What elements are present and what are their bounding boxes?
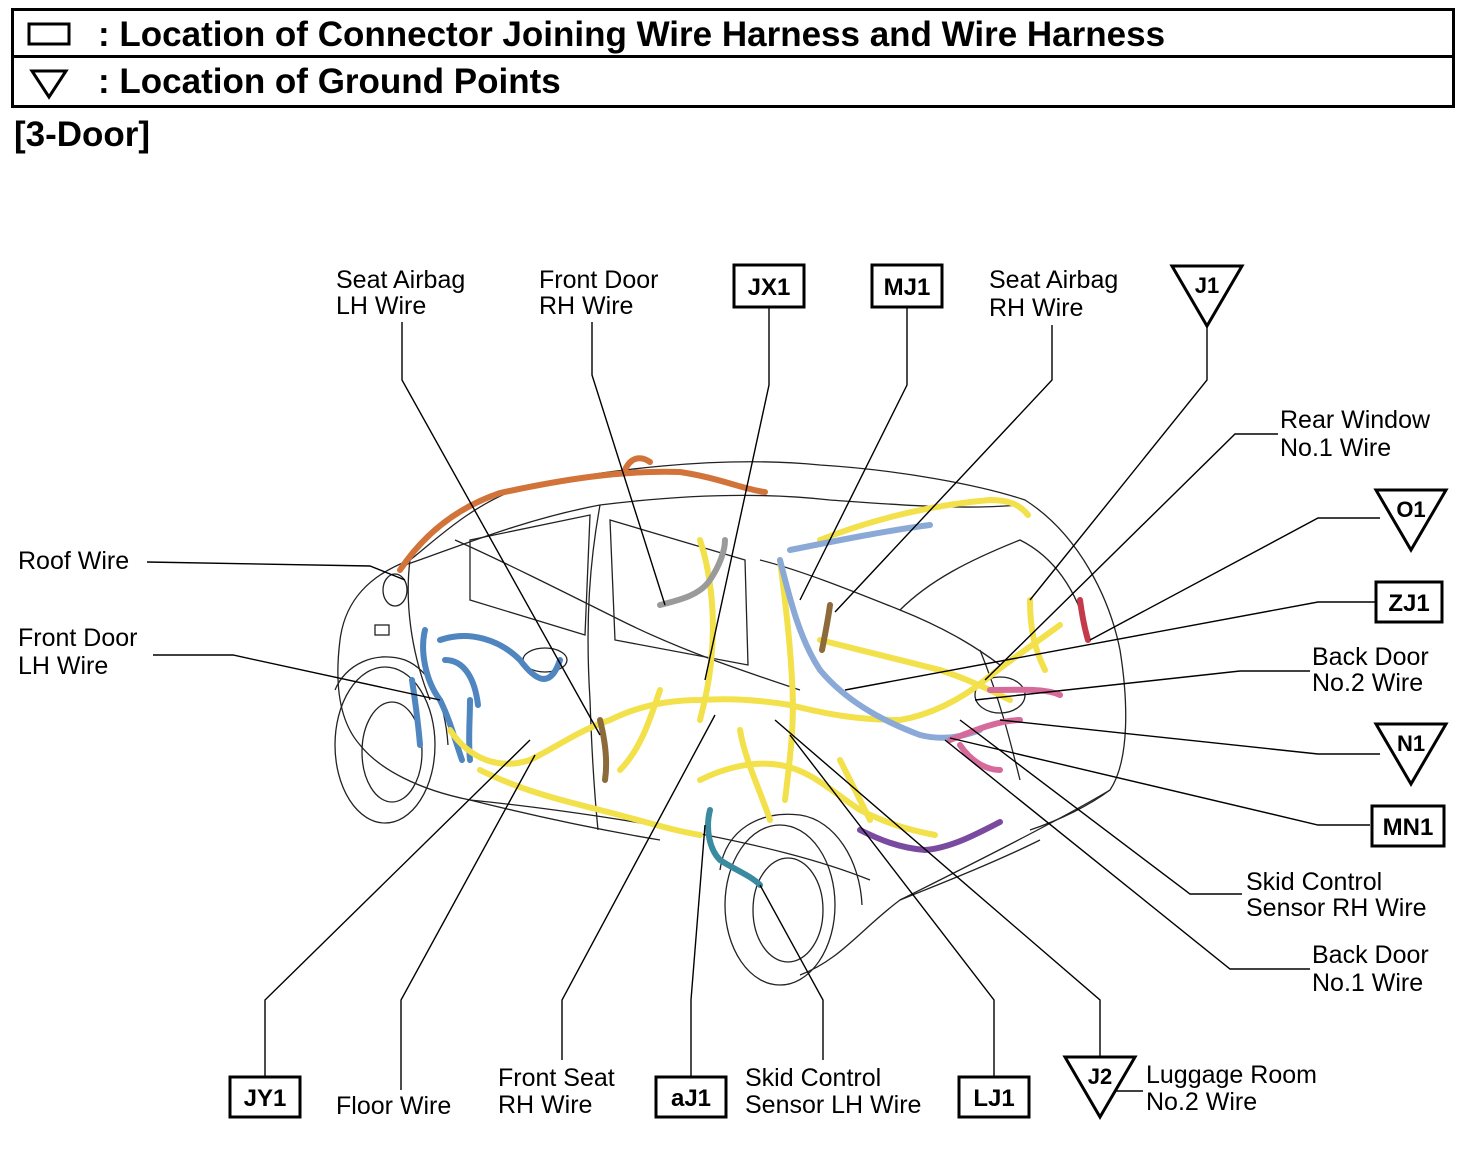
label-back-door-no2: Back Door No.2 Wire xyxy=(1312,643,1436,697)
label-luggage-room: Luggage Room No.2 Wire xyxy=(1146,1061,1324,1116)
legend-connector-text: : Location of Connector Joining Wire Har… xyxy=(98,15,1166,54)
floor-wire-path xyxy=(447,696,903,767)
label-front-seat-rh: Front Seat RH Wire xyxy=(498,1064,622,1119)
legend-row-connector: : Location of Connector Joining Wire Har… xyxy=(14,11,1452,58)
connector-zj1: ZJ1 xyxy=(1374,580,1444,624)
connector-symbol-icon xyxy=(27,22,71,46)
ground-o1: O1 xyxy=(1373,488,1449,553)
ground-n1: N1 xyxy=(1373,722,1449,787)
label-seat-airbag-lh: Seat Airbag LH Wire xyxy=(336,266,472,320)
label-floor-wire: Floor Wire xyxy=(336,1092,451,1120)
svg-text:LJ1: LJ1 xyxy=(973,1085,1014,1112)
legend-box: : Location of Connector Joining Wire Har… xyxy=(11,8,1455,108)
svg-text:O1: O1 xyxy=(1396,497,1425,522)
leader-lines xyxy=(146,308,1380,1092)
label-rear-window: Rear Window No.1 Wire xyxy=(1280,406,1437,462)
label-roof-wire: Roof Wire xyxy=(18,547,129,575)
svg-text:N1: N1 xyxy=(1397,731,1425,756)
connector-lj1: LJ1 xyxy=(957,1075,1031,1119)
section-title: [3-Door] xyxy=(14,115,151,154)
connector-mn1: MN1 xyxy=(1370,804,1446,848)
legend-ground-text: : Location of Ground Points xyxy=(98,62,561,101)
connector-aj1: aJ1 xyxy=(654,1075,728,1119)
svg-text:J2: J2 xyxy=(1088,1064,1112,1089)
connector-mj1: MJ1 xyxy=(870,263,944,309)
svg-text:ZJ1: ZJ1 xyxy=(1388,590,1429,617)
ground-j1: J1 xyxy=(1169,264,1245,329)
connector-jy1: JY1 xyxy=(228,1075,302,1119)
label-skid-lh: Skid Control Sensor LH Wire xyxy=(745,1064,921,1119)
roof-wire-path xyxy=(397,468,768,573)
svg-text:J1: J1 xyxy=(1195,273,1219,298)
connector-jx1: JX1 xyxy=(732,263,806,309)
label-front-door-rh: Front Door RH Wire xyxy=(539,266,665,320)
ground-symbol-icon xyxy=(29,69,69,100)
svg-text:MN1: MN1 xyxy=(1383,814,1434,841)
rear-wire-path xyxy=(777,557,983,741)
svg-text:JY1: JY1 xyxy=(244,1085,287,1112)
label-back-door-no1: Back Door No.1 Wire xyxy=(1312,941,1436,997)
back-door-wire-path xyxy=(947,686,1063,773)
ground-j2: J2 xyxy=(1062,1055,1138,1120)
wire-harnesses xyxy=(397,455,1091,888)
skid-lh-wire-path xyxy=(705,807,763,888)
svg-text:JX1: JX1 xyxy=(748,274,791,301)
label-skid-rh: Skid Control Sensor RH Wire xyxy=(1246,868,1427,922)
label-front-door-lh: Front Door LH Wire xyxy=(18,624,144,680)
legend-row-ground: : Location of Ground Points xyxy=(14,58,1452,105)
front-door-lh-wire-path xyxy=(420,627,563,763)
svg-text:MJ1: MJ1 xyxy=(884,274,931,301)
label-seat-airbag-rh: Seat Airbag RH Wire xyxy=(989,266,1125,322)
svg-text:aJ1: aJ1 xyxy=(671,1085,711,1112)
